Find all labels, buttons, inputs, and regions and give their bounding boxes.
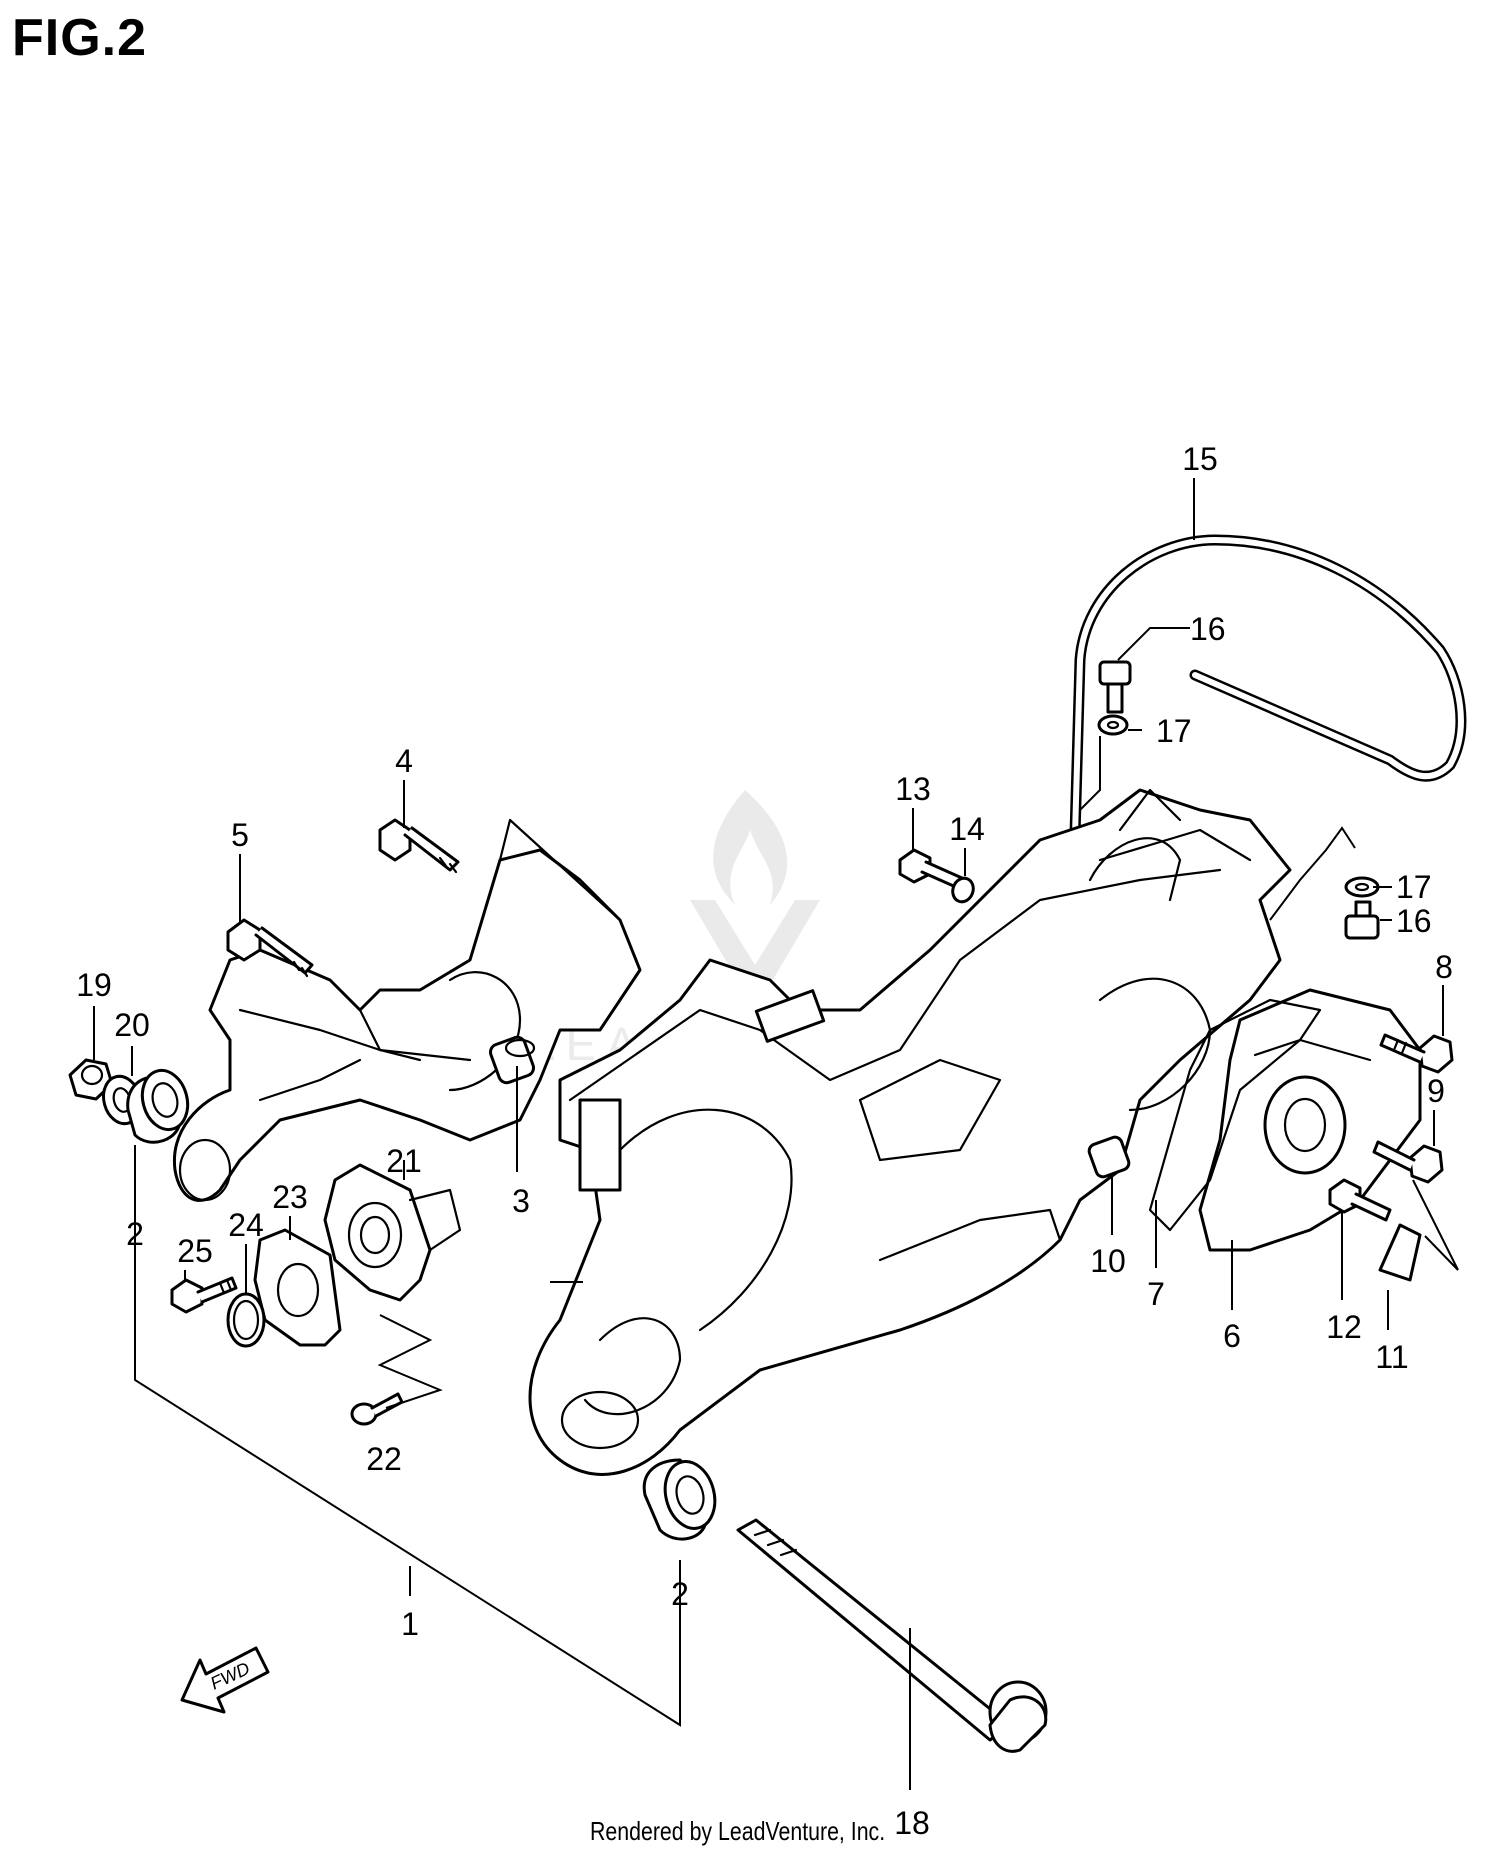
callout-9: 9	[1427, 1073, 1445, 1109]
callout-15: 15	[1182, 441, 1218, 477]
callout-13: 13	[895, 771, 931, 807]
callout-1: 1	[401, 1606, 419, 1642]
callout-7: 7	[1147, 1276, 1165, 1312]
intake-pipe-part-21	[323, 1163, 462, 1302]
callout-4: 4	[395, 743, 413, 779]
callout-10: 10	[1090, 1243, 1126, 1279]
bolt-part-8	[1379, 1033, 1454, 1074]
callout-18: 18	[894, 1805, 930, 1841]
callout-6: 6	[1223, 1318, 1241, 1354]
washer-part-14	[951, 876, 975, 904]
callout-2-upper: 2	[126, 1216, 144, 1252]
o-ring-part-24	[226, 1292, 266, 1348]
forward-arrow-icon: FWD	[180, 1646, 270, 1714]
hose-part-15	[1069, 534, 1467, 841]
figure-title: FIG.2	[12, 9, 148, 67]
bolt-part-16-lower	[1344, 900, 1380, 940]
bolt-part-13	[898, 848, 964, 890]
bolt-part-25	[170, 1276, 238, 1314]
crankcase-left-section	[172, 818, 642, 1202]
cover-part-6	[1198, 988, 1422, 1252]
callout-labels: 1 2 2 3 4 5 6 7 8 9 10 11 12 13 14 15 16…	[76, 441, 1453, 1841]
screw-part-22	[350, 1392, 404, 1426]
callout-23: 23	[272, 1179, 308, 1215]
callout-2-lower: 2	[671, 1576, 689, 1612]
bolt-part-5	[226, 918, 314, 978]
swingarm-crankcase-part-1	[528, 788, 1292, 1476]
dowel-pin-part-3	[488, 1035, 536, 1085]
bearing-part-2-upper	[126, 1068, 190, 1144]
footer-credit: Rendered by LeadVenture, Inc.	[590, 1816, 886, 1846]
callout-21: 21	[386, 1143, 422, 1179]
callout-12: 12	[1326, 1309, 1362, 1345]
gasket-part-7	[1148, 998, 1322, 1232]
callout-24: 24	[228, 1207, 264, 1243]
leader-lines	[93, 478, 1459, 1790]
bolt-part-9	[1372, 1140, 1444, 1184]
washer-part-17-upper	[1097, 714, 1129, 736]
callout-19: 19	[76, 967, 112, 1003]
plate-part-23	[253, 1228, 342, 1347]
callout-16-lower: 16	[1396, 903, 1432, 939]
bolt-part-16-upper	[1098, 660, 1132, 714]
shaft-part-18	[736, 1518, 1048, 1753]
callout-22: 22	[366, 1441, 402, 1477]
callout-17-lower: 17	[1396, 869, 1432, 905]
callout-17-upper: 17	[1156, 713, 1192, 749]
callout-8: 8	[1435, 949, 1453, 985]
callout-3: 3	[512, 1183, 530, 1219]
callout-16-upper: 16	[1190, 611, 1226, 647]
dowel-pin-part-10	[1087, 1135, 1131, 1179]
bolt-part-12	[1328, 1178, 1392, 1222]
bolt-part-4	[378, 818, 460, 874]
callout-11: 11	[1375, 1339, 1408, 1375]
bearing-part-2-lower	[642, 1458, 717, 1541]
clamp-part-11	[1378, 1223, 1422, 1282]
callout-14: 14	[949, 811, 985, 847]
callout-5: 5	[231, 817, 249, 853]
callout-20: 20	[114, 1007, 150, 1043]
callout-25: 25	[177, 1233, 213, 1269]
